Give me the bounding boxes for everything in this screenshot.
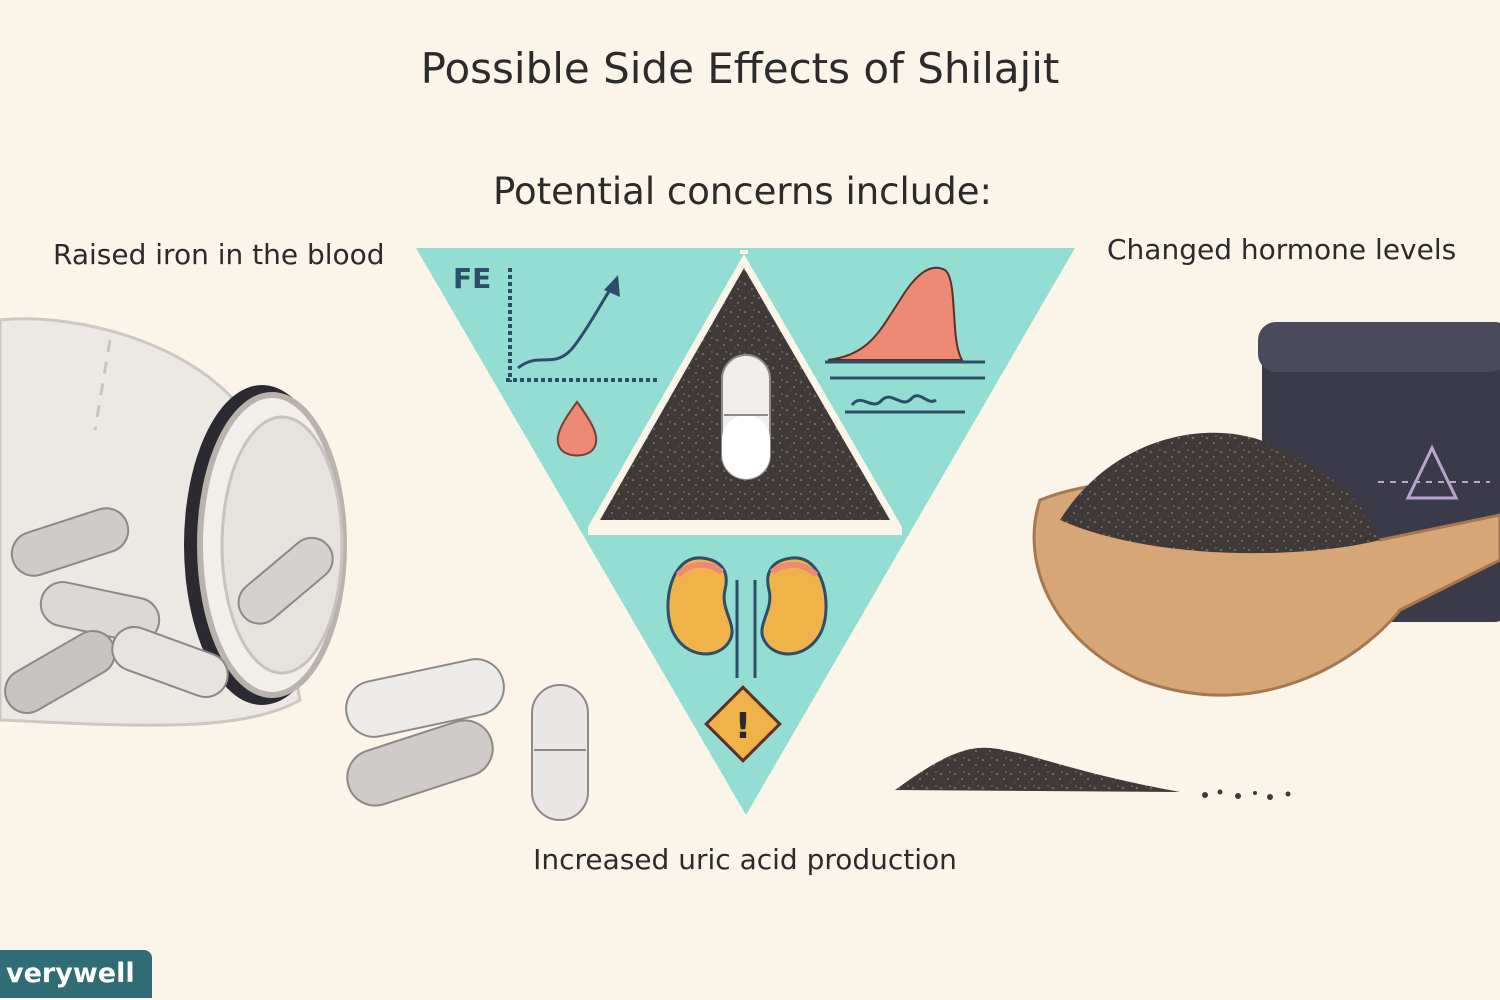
label-raised-iron: Raised iron in the blood bbox=[53, 238, 385, 271]
iron-chart-icon bbox=[506, 268, 658, 382]
label-changed-hormone: Changed hormone levels bbox=[1107, 233, 1457, 266]
concerns-triangle: ! FE bbox=[416, 248, 1075, 815]
page-title: Possible Side Effects of Shilajit bbox=[420, 44, 1060, 93]
subtitle: Potential concerns include: bbox=[493, 170, 992, 213]
label-uric-acid: Increased uric acid production bbox=[533, 843, 957, 876]
blood-drop-icon bbox=[556, 400, 598, 457]
brand-logo: verywell bbox=[0, 950, 152, 998]
warning-icon: ! bbox=[704, 685, 782, 763]
powder-pile bbox=[895, 747, 1180, 792]
powder-specks bbox=[1202, 789, 1291, 800]
hormone-curve-icon bbox=[825, 266, 985, 414]
kidneys-icon bbox=[666, 556, 828, 678]
iron-chart-label: FE bbox=[453, 262, 491, 295]
warning-symbol: ! bbox=[735, 706, 751, 747]
wooden-spoon-icon bbox=[1032, 432, 1500, 697]
capsule-icon bbox=[4, 507, 589, 821]
